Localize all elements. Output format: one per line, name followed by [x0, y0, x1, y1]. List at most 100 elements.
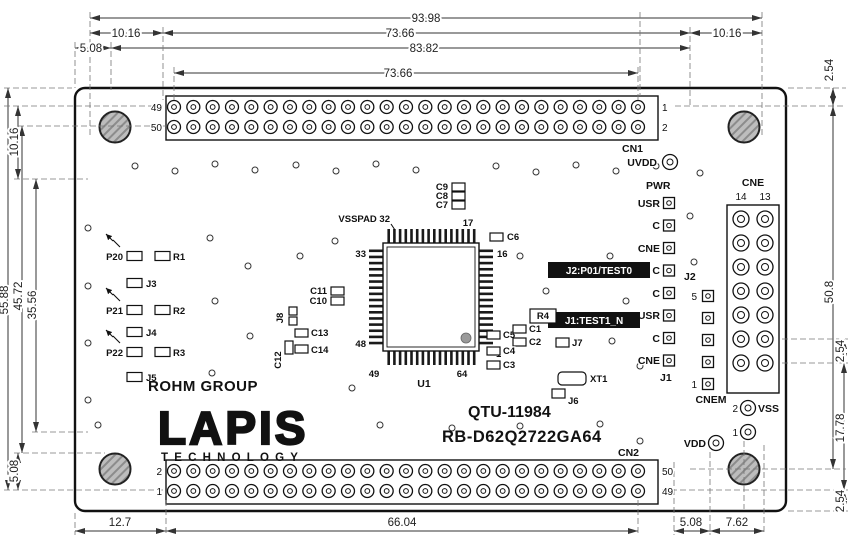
pin-hole-center	[635, 104, 641, 110]
square-pad-center	[666, 290, 672, 296]
pin-hole-center	[519, 124, 525, 130]
ic-pin	[369, 329, 383, 333]
pin-hole-center	[557, 124, 564, 130]
pin-hole-center	[461, 104, 467, 110]
pin-hole-center	[557, 468, 564, 474]
pin-hole-center	[615, 468, 622, 474]
ic-pin	[450, 351, 453, 365]
j2-ref-label: J2	[684, 271, 696, 283]
ic-pin	[455, 351, 459, 365]
dimension-labels: 93.98 10.16 73.66 10.16 5.08 83.82 73.66…	[0, 11, 849, 531]
ic-pin1-dot	[460, 332, 472, 344]
ic-pin	[479, 317, 493, 320]
via	[372, 160, 380, 168]
led-p21-body	[126, 304, 143, 316]
part-number-model: RB-D62Q2722GA64	[442, 428, 602, 446]
pin-hole-center	[499, 488, 506, 494]
ic-pin	[479, 329, 493, 333]
vdd-label: VDD	[684, 438, 707, 450]
via	[606, 252, 614, 260]
square-pad-center	[705, 381, 711, 387]
pin-hole-center	[737, 287, 745, 295]
ic-pin	[479, 323, 493, 326]
ic-pin	[369, 292, 383, 296]
lapis-logo: LAPIS	[158, 402, 308, 454]
j7-label: J7	[572, 338, 583, 349]
ic-pin	[479, 267, 493, 271]
dim-top-right-margin: 10.16	[713, 28, 742, 40]
pin-hole-center	[364, 124, 371, 130]
ic-pin	[398, 229, 402, 243]
cn1-ref-label: CN1	[622, 143, 643, 155]
part-number-qtu: QTU-11984	[468, 404, 551, 421]
cnem-pads	[701, 289, 715, 391]
ic-pin	[472, 229, 476, 243]
via	[636, 362, 644, 370]
via-holes	[84, 160, 704, 445]
via	[686, 212, 694, 220]
dim-right-pitch-top: 2.54	[824, 58, 836, 81]
via	[608, 337, 616, 345]
pin-hole-center	[761, 215, 769, 223]
pin-hole-center	[209, 468, 216, 474]
dim-top-offset: 5.08	[80, 43, 102, 55]
ic-pin	[461, 351, 465, 365]
pin-hole-center	[325, 104, 332, 110]
via	[516, 252, 524, 260]
j1-note-box	[548, 312, 640, 328]
pin-hole-center	[499, 468, 506, 474]
ic-pin	[433, 229, 436, 243]
pin-hole-center	[209, 104, 216, 110]
cap-c4-body	[486, 346, 501, 356]
pin-hole-center	[577, 124, 583, 130]
pin-hole-center	[364, 104, 371, 110]
mounting-hole-bottom-left	[98, 452, 132, 486]
pin-hole-center	[345, 488, 351, 494]
r2-label: R2	[173, 306, 185, 317]
vsspad-label: VSSPAD 32	[338, 214, 390, 225]
pin-hole-center	[441, 104, 448, 110]
dim-top-total: 93.98	[412, 13, 441, 25]
pin-hole-center	[596, 124, 603, 130]
pin-hole-center	[737, 239, 745, 247]
pin-hole-center	[480, 124, 487, 130]
ic-pin	[479, 280, 493, 283]
cn2-pin2-label: 2	[156, 467, 162, 478]
uvdd-label: UVDD	[627, 157, 657, 169]
dim-right-gap: 17.78	[835, 414, 847, 443]
ic-pin33-label: 33	[355, 249, 366, 260]
jumper-j5-body	[126, 371, 143, 383]
j2-note-label: J2:P01/TEST0	[566, 266, 633, 277]
ic-pin64-label: 64	[457, 369, 468, 380]
ic-pin	[369, 335, 383, 339]
pin-hole-center	[538, 104, 545, 110]
ic-pin49-label: 49	[369, 369, 380, 380]
ic-pin	[479, 298, 493, 302]
ic-pin	[415, 351, 419, 365]
led-arrows-p20	[106, 234, 121, 248]
pin-hole-center	[737, 335, 745, 343]
square-pad-center	[705, 359, 711, 365]
via	[332, 167, 340, 175]
ic-pin17-label: 17	[463, 218, 474, 229]
cn2-pin-holes	[166, 463, 646, 499]
pin-hole-center	[737, 215, 745, 223]
dim-top-span-lower: 73.66	[384, 68, 413, 80]
p20-label: P20	[106, 252, 123, 263]
jumper-j8-pad1	[288, 306, 298, 316]
via	[376, 421, 384, 429]
via	[542, 287, 550, 295]
dim-top-span-upper: 73.66	[386, 28, 415, 40]
pin-hole-center	[519, 468, 525, 474]
ic-pin	[369, 267, 383, 271]
pin-hole-center	[538, 468, 545, 474]
ic-ref-label: U1	[417, 378, 431, 390]
pin-hole-center	[737, 263, 745, 271]
dim-left-total: 55.88	[0, 286, 11, 315]
via	[532, 168, 540, 176]
c3-label: C3	[503, 360, 515, 371]
jumper-j3-body	[126, 277, 143, 289]
ic-pin	[398, 351, 402, 365]
via	[612, 167, 620, 175]
c9-label: C9	[436, 182, 448, 193]
